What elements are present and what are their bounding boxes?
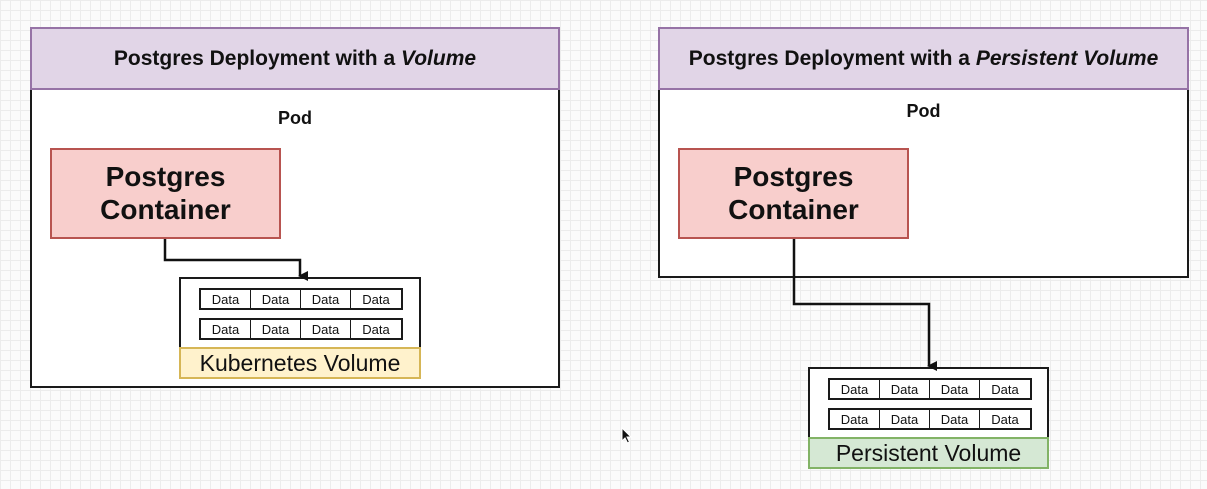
left-title-prefix: Postgres Deployment with a [113,46,396,70]
data-cell: Data [251,290,301,308]
left-data-row-1: Data Data Data Data [199,288,403,310]
data-cell: Data [991,381,1019,397]
right-container-line1: Postgres [733,161,854,193]
left-diagram-title: Postgres Deployment with a Volume [30,27,560,90]
kubernetes-volume-label: Kubernetes Volume [179,347,421,379]
right-diagram-title: Postgres Deployment with a Persistent Vo… [658,27,1189,90]
data-cell: Data [301,320,351,338]
right-pod-label: Pod [906,101,941,121]
left-data-row-2: Data Data Data Data [199,318,403,340]
data-cell: Data [930,380,980,398]
persistent-volume-label: Persistent Volume [808,437,1049,469]
left-title-emphasis: Volume [401,46,477,70]
data-cell: Data [201,290,251,308]
data-cell: Data [362,321,390,337]
left-container-line1: Postgres [105,161,226,193]
right-data-row-2: Data Data Data Data [828,408,1032,430]
left-postgres-container: Postgres Container [50,148,281,239]
left-pod-label: Pod [278,108,312,128]
data-cell: Data [362,291,390,307]
data-cell: Data [251,320,301,338]
right-title-emphasis: Persistent Volume [975,46,1159,70]
right-postgres-container: Postgres Container [678,148,909,239]
data-cell: Data [880,410,930,428]
left-container-line2: Container [100,193,231,225]
data-cell: Data [880,380,930,398]
data-cell: Data [201,320,251,338]
data-cell: Data [830,410,880,428]
right-data-row-1: Data Data Data Data [828,378,1032,400]
data-cell: Data [930,410,980,428]
right-title-prefix: Postgres Deployment with a [688,46,970,70]
data-cell: Data [991,411,1019,427]
right-container-line2: Container [728,193,859,225]
data-cell: Data [830,380,880,398]
mouse-pointer-icon [621,426,633,449]
data-cell: Data [301,290,351,308]
